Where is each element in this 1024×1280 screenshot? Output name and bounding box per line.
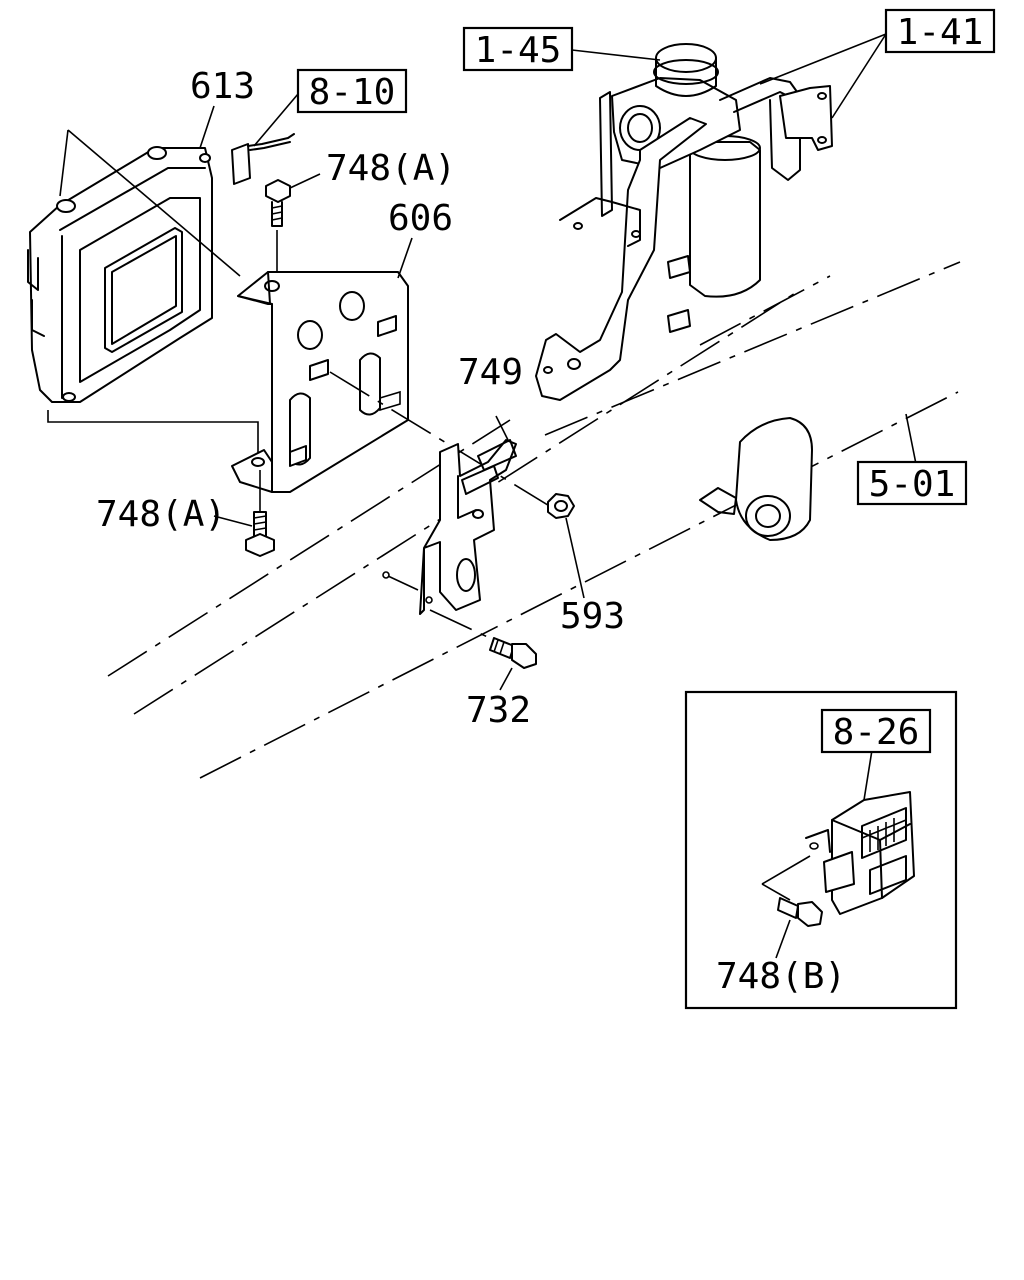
bolt-748a-top — [265, 173, 321, 284]
label-613: 613 — [190, 66, 255, 107]
control-module-613 — [27, 146, 213, 403]
nut-593 — [547, 493, 585, 599]
svg-text:8-10: 8-10 — [309, 72, 396, 113]
leader-lines-613 — [47, 105, 259, 462]
label-748b: 748(B) — [716, 956, 846, 997]
label-593: 593 — [560, 596, 625, 637]
svg-text:1-45: 1-45 — [475, 30, 562, 71]
svg-text:1-41: 1-41 — [897, 12, 984, 53]
callout-5-01: 5-01 — [856, 460, 968, 506]
relay-module — [761, 749, 915, 959]
frame-mount — [699, 413, 917, 541]
bolt-732 — [429, 609, 537, 691]
bracket-606 — [231, 237, 557, 511]
fuel-filter-assembly — [535, 33, 887, 401]
label-748a-top: 748(A) — [326, 148, 456, 189]
svg-text:8-26: 8-26 — [833, 712, 920, 753]
bolt-748a-bottom — [213, 470, 275, 557]
label-732: 732 — [466, 690, 531, 731]
label-748a-bottom: 748(A) — [96, 494, 226, 535]
label-749: 749 — [458, 352, 523, 393]
connector-plug — [231, 93, 299, 185]
callout-8-10: 8-10 — [296, 68, 408, 114]
bracket-749 — [419, 415, 517, 615]
svg-text:5-01: 5-01 — [869, 464, 956, 505]
callout-1-41: 1-41 — [884, 8, 996, 54]
callout-1-45: 1-45 — [462, 26, 574, 72]
callout-8-26: 8-26 — [820, 708, 932, 754]
label-606: 606 — [388, 198, 453, 239]
